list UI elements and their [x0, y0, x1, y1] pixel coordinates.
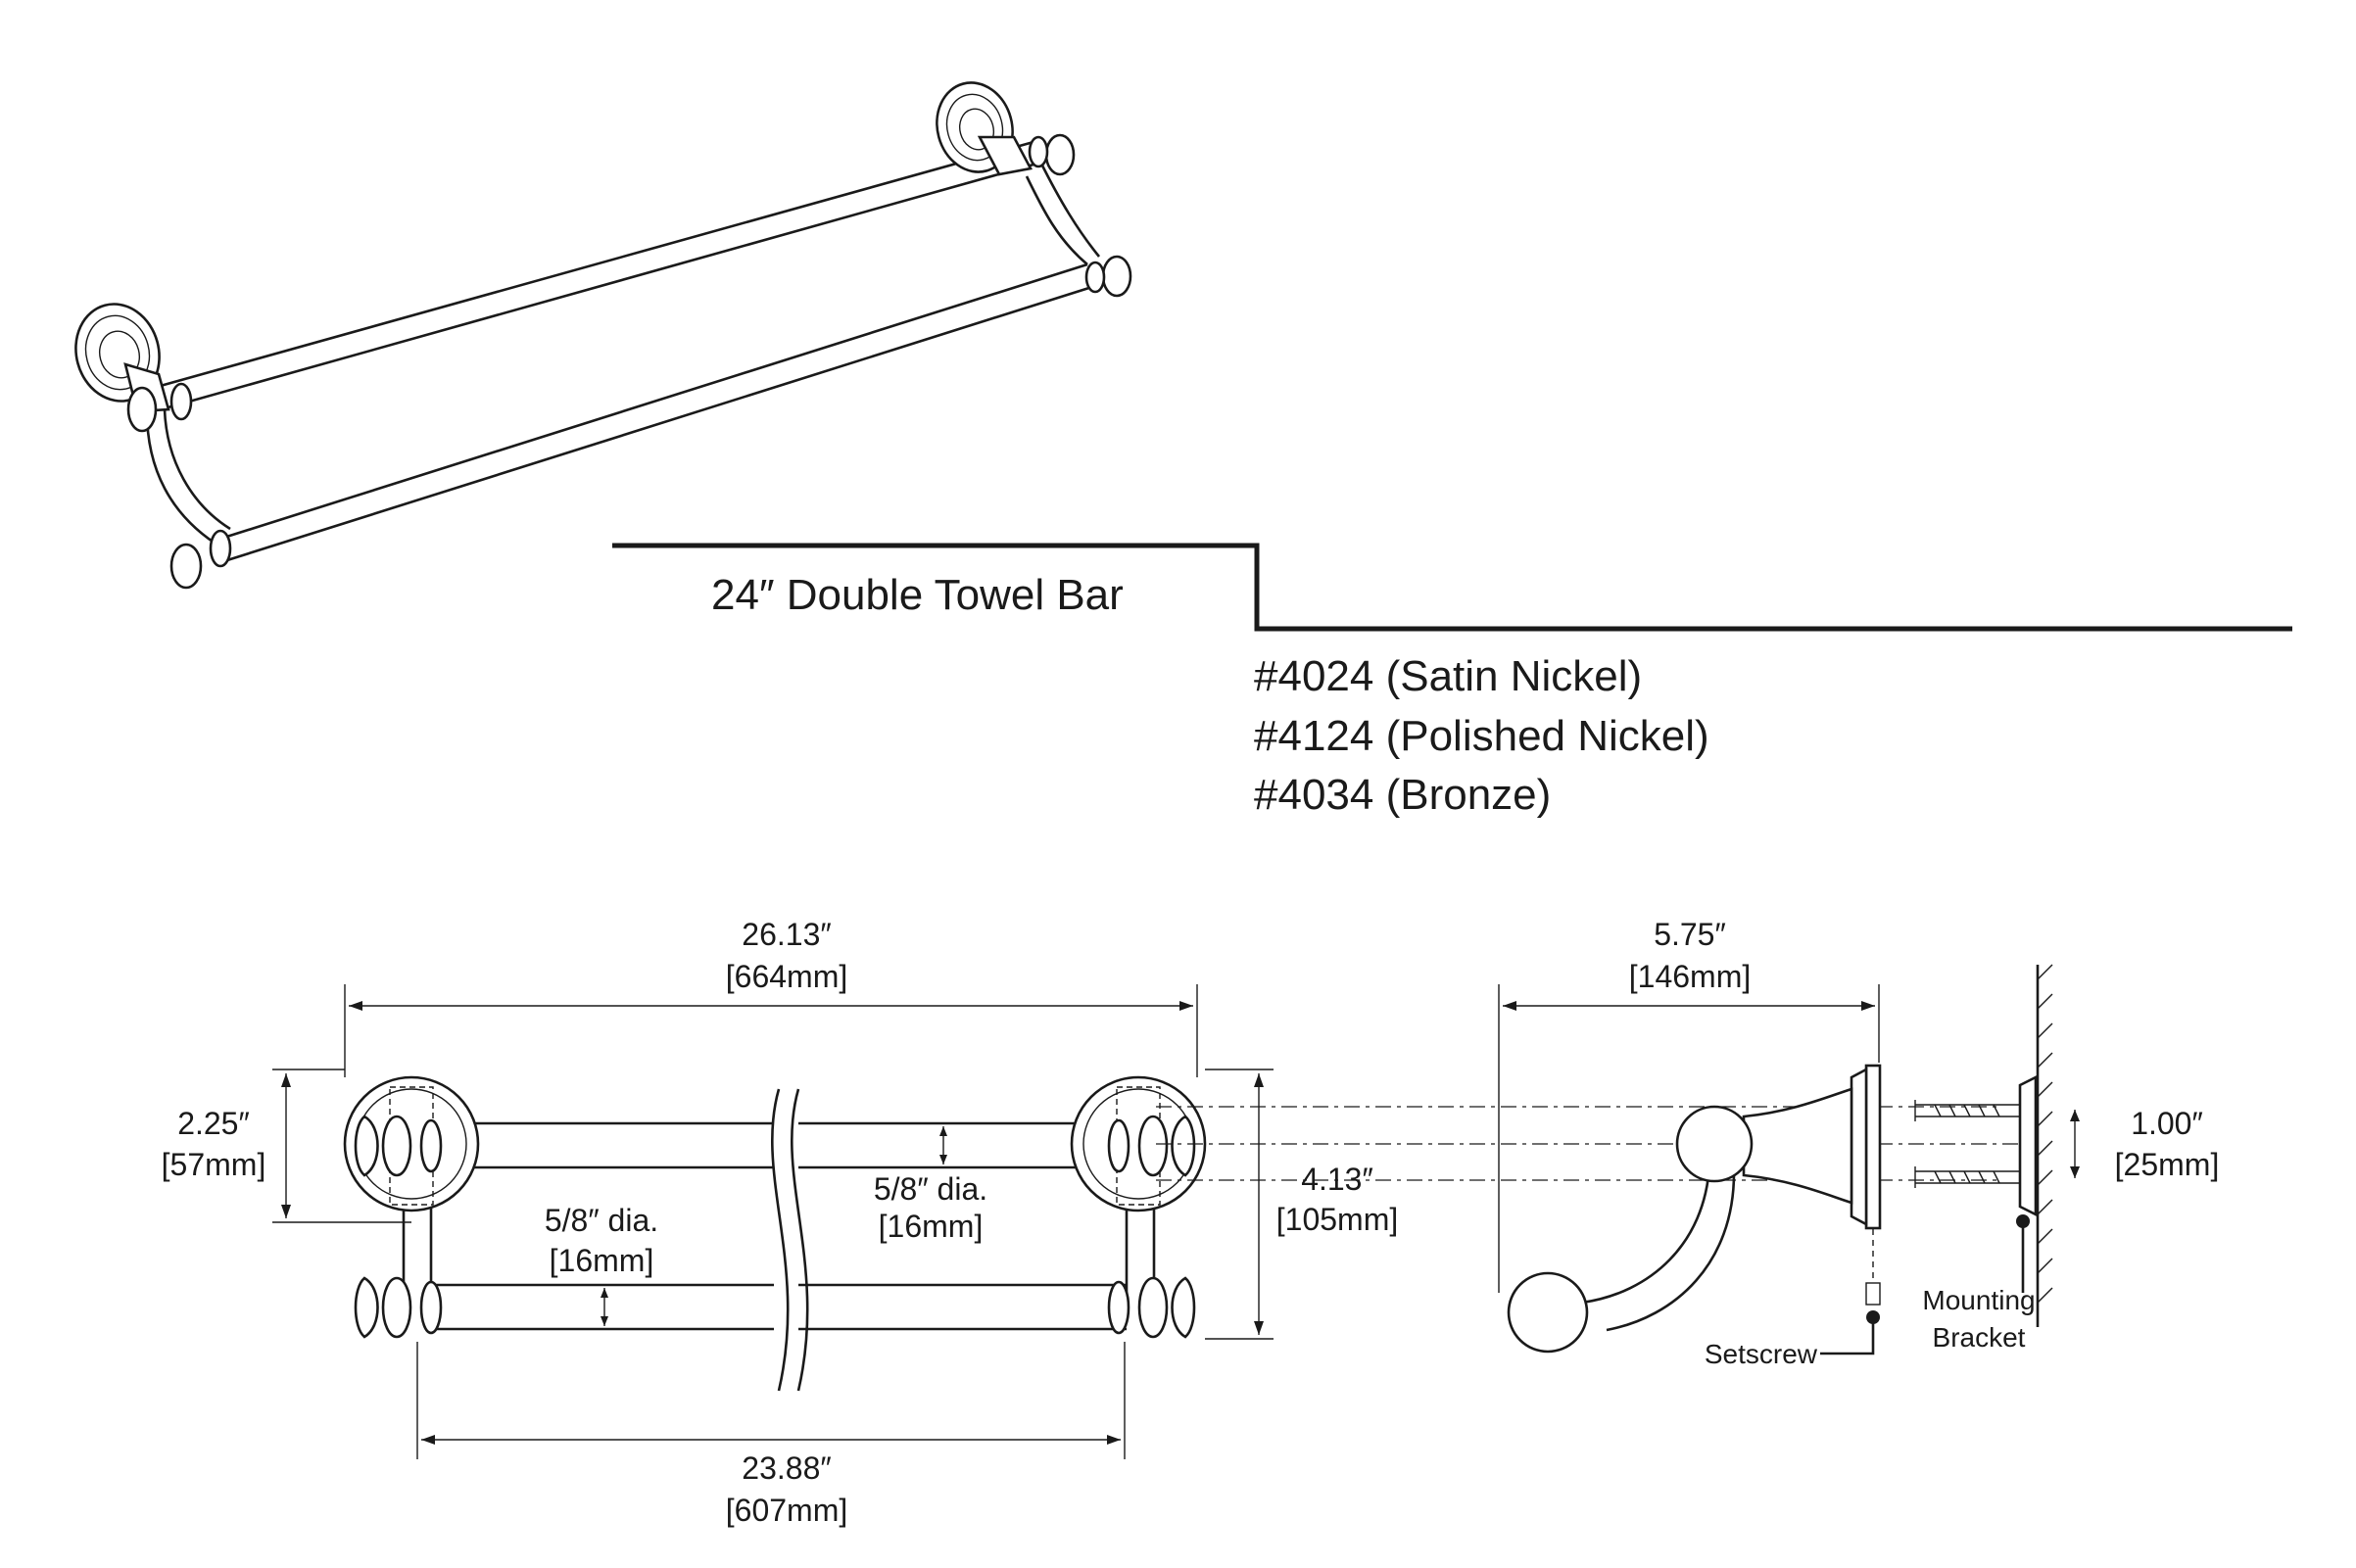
model-satin-nickel: #4024 (Satin Nickel) [1254, 652, 1642, 700]
side-view-dimensions: 5.75″ [146mm] 1.00″ [25mm] Setscrew Moun… [1498, 917, 2220, 1369]
upper-bar-dia-mm: [16mm] [879, 1209, 984, 1244]
front-view-drawing [343, 1075, 1207, 1392]
bar-spacing-in: 2.25″ [177, 1106, 250, 1141]
mounting-bracket-label-1: Mounting [1922, 1285, 2035, 1315]
upper-bar-dia-in: 5/8″ dia. [874, 1171, 987, 1207]
projection-mm: [146mm] [1629, 959, 1751, 994]
mounting-bracket-label-2: Bracket [1933, 1322, 2026, 1353]
title-block: 24″ Double Towel Bar #4024 (Satin Nickel… [612, 543, 2292, 819]
model-polished-nickel: #4124 (Polished Nickel) [1254, 712, 1709, 760]
overall-width-in: 26.13″ [742, 917, 831, 952]
lower-bar-dia-in: 5/8″ dia. [545, 1203, 658, 1238]
model-bronze: #4034 (Bronze) [1254, 771, 1551, 819]
bar-spacing-mm: [57mm] [162, 1147, 266, 1182]
side-view-drawing [1507, 964, 2053, 1355]
towel-bar-illustration [74, 81, 1132, 590]
lower-bar-dia-mm: [16mm] [550, 1243, 654, 1278]
overall-width-mm: [664mm] [726, 959, 847, 994]
bar-length-in: 23.88″ [742, 1450, 831, 1486]
title-divider-line [612, 543, 2292, 632]
setscrew-label: Setscrew [1705, 1339, 1818, 1369]
screw-spacing-mm: [25mm] [2115, 1147, 2220, 1182]
front-view-dimensions: 26.13″ [664mm] 2.25″ [57mm] 5/8″ dia. [1… [162, 917, 2033, 1528]
overall-height-mm: [105mm] [1276, 1202, 1398, 1237]
screw-spacing-in: 1.00″ [2131, 1106, 2203, 1141]
product-title: 24″ Double Towel Bar [711, 571, 1124, 619]
bar-length-mm: [607mm] [726, 1493, 847, 1528]
projection-in: 5.75″ [1654, 917, 1726, 952]
overall-height-in: 4.13″ [1301, 1162, 1373, 1197]
